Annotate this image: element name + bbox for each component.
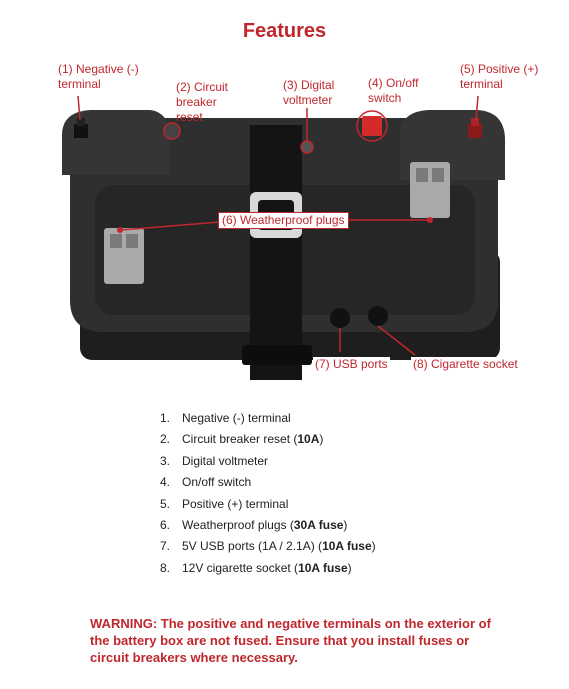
leader-cigarette (377, 325, 416, 356)
usb-port-icon (330, 308, 350, 328)
callout-positive-terminal: (5) Positive (+) terminal (460, 62, 539, 91)
battery-box-figure: (1) Negative (-) terminal (2) Circuit br… (58, 62, 539, 380)
feature-list: 1. Negative (-) terminal 2. Circuit brea… (160, 408, 490, 579)
strap-end (242, 345, 312, 365)
switch-icon (362, 116, 382, 136)
callout-voltmeter: (3) Digital voltmeter (283, 78, 335, 107)
negative-terminal-icon (74, 124, 88, 138)
list-item: 5. Positive (+) terminal (160, 496, 289, 511)
leader-plug-left (119, 221, 221, 231)
list-item: 2. Circuit breaker reset (10A) (160, 432, 324, 447)
marker-breaker (163, 122, 181, 140)
list-item: 7. 5V USB ports (1A / 2.1A) (10A fuse) (160, 539, 376, 554)
leader-positive (475, 95, 479, 121)
list-item: 1. Negative (-) terminal (160, 411, 291, 425)
voltmeter-icon (301, 141, 313, 153)
list-item: 8. 12V cigarette socket (10A fuse) (160, 560, 352, 575)
warning-text: WARNING: The positive and negative termi… (90, 616, 491, 665)
lid-left-shoulder (62, 110, 170, 175)
callout-onoff-switch: (4) On/off switch (368, 76, 419, 105)
callout-usb-ports: (7) USB ports (313, 357, 390, 372)
strap (250, 125, 302, 380)
leader-negative (77, 95, 81, 121)
list-item: 6. Weatherproof plugs (30A fuse) (160, 517, 348, 532)
list-item: 4. On/off switch (160, 475, 252, 490)
callout-cigarette-socket: (8) Cigarette socket (411, 357, 520, 372)
cigarette-socket-icon (368, 306, 388, 326)
callout-circuit-breaker: (2) Circuit breaker reset (176, 80, 229, 124)
callout-weatherproof-plugs: (6) Weatherproof plugs (218, 212, 349, 229)
circuit-breaker-icon (165, 124, 179, 138)
marker-switch (356, 110, 388, 142)
battery-box-illustration (62, 95, 505, 380)
page-title: Features (242, 20, 327, 42)
list-item: 3. Digital voltmeter (160, 453, 269, 468)
positive-terminal-icon (468, 124, 482, 138)
callout-negative-terminal: (1) Negative (-) terminal (58, 62, 139, 91)
